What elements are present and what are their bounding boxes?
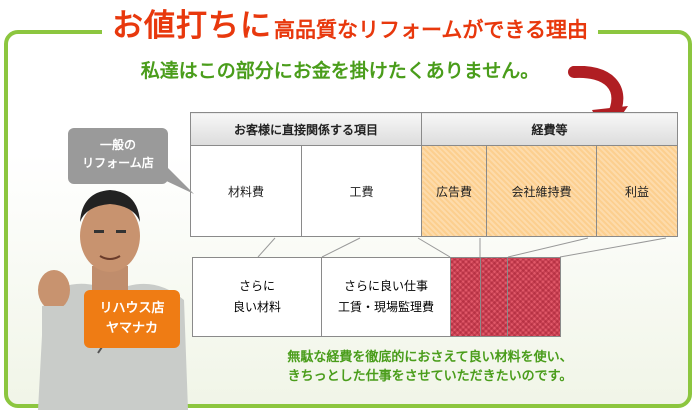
cost-table: お客様に直接関係する項目 経費等 材料費 工費 広告費 会社維持費 利益 xyxy=(190,112,678,237)
subtitle: 私達はこの部分にお金を掛けたくありません。 xyxy=(140,60,540,82)
cell-reduced-advertising xyxy=(450,257,481,337)
badge-line2: ヤマナカ xyxy=(105,321,158,336)
header-expenses: 経費等 xyxy=(421,112,678,146)
cell-reduced-profit xyxy=(507,257,561,337)
better-labor-line1: さらに良い仕事 xyxy=(343,279,428,293)
cell-profit: 利益 xyxy=(596,145,678,237)
cell-better-material: さらに 良い材料 xyxy=(192,257,322,337)
better-material-line2: 良い材料 xyxy=(232,300,281,314)
bottom-line1: 無駄な経費を徹底的におさえて良い材料を使い、 xyxy=(287,350,573,365)
speech-bubble-general-store: 一般の リフォーム店 xyxy=(68,128,168,184)
badge-rehouse-yamanaka: リハウス店 ヤマナカ xyxy=(84,290,180,348)
header-customer-items: お客様に直接関係する項目 xyxy=(190,112,422,146)
title-bar: お値打ちに 高品質なリフォームができる理由 xyxy=(0,0,700,46)
improved-table: さらに 良い材料 さらに良い仕事 工賃・現場監理費 xyxy=(192,257,561,337)
cell-labor-cost: 工費 xyxy=(301,145,422,237)
cell-advertising: 広告費 xyxy=(421,145,487,237)
bottom-message: 無駄な経費を徹底的におさえて良い材料を使い、 きちっとした仕事をさせていただきた… xyxy=(220,348,640,386)
cell-company-upkeep: 会社維持費 xyxy=(486,145,597,237)
bubble-line1: 一般の xyxy=(99,138,136,152)
cell-better-labor: さらに良い仕事 工賃・現場監理費 xyxy=(321,257,451,337)
title-main: お値打ちに xyxy=(112,8,273,44)
badge-line1: リハウス店 xyxy=(99,301,165,316)
title-sub: 高品質なリフォームができる理由 xyxy=(274,18,588,42)
bottom-line2: きちっとした仕事をさせていただきたいのです。 xyxy=(287,369,573,384)
cell-reduced-upkeep xyxy=(480,257,508,337)
bubble-tail xyxy=(160,160,194,194)
better-material-line1: さらに xyxy=(238,279,275,293)
better-labor-line2: 工賃・現場監理費 xyxy=(337,300,434,314)
bubble-line2: リフォーム店 xyxy=(82,156,154,170)
cell-material-cost: 材料費 xyxy=(190,145,302,237)
